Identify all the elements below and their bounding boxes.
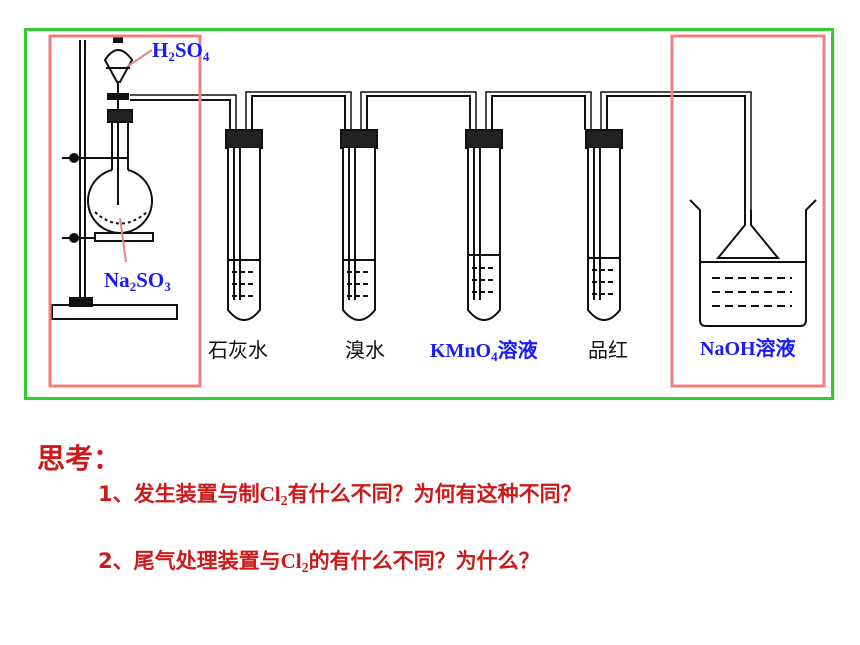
question-2: 2、尾气处理装置与Cl2的有什么不同？为什么？ — [98, 549, 540, 576]
label-bromine-water: 溴水 — [345, 338, 385, 362]
question-1: 1、发生装置与制Cl2有什么不同？为何有这种不同？ — [98, 482, 582, 509]
label-h2so4: H2SO4 — [152, 38, 210, 64]
label-naoh-solution: NaOH溶液 — [700, 338, 796, 360]
thinking-title: 思考： — [37, 442, 122, 475]
flask — [87, 109, 153, 234]
salt-pointer — [119, 217, 127, 263]
label-kmno4-solution: KMnO4溶液 — [430, 338, 538, 364]
separatory-funnel — [103, 35, 134, 110]
acid-pointer — [127, 49, 153, 67]
test-tube-4 — [585, 129, 623, 321]
label-magenta: 品红 — [588, 338, 628, 362]
test-tube-3 — [465, 129, 503, 321]
test-tube-2 — [340, 129, 378, 321]
beaker — [689, 199, 817, 327]
label-na2so3: Na2SO3 — [104, 268, 171, 294]
apparatus-frame — [24, 28, 834, 400]
tail-gas-highlight-box — [670, 34, 826, 388]
test-tube-1 — [225, 129, 263, 321]
label-limewater: 石灰水 — [208, 338, 268, 362]
gas-tubing — [130, 95, 746, 210]
generator-highlight-box — [48, 34, 202, 388]
